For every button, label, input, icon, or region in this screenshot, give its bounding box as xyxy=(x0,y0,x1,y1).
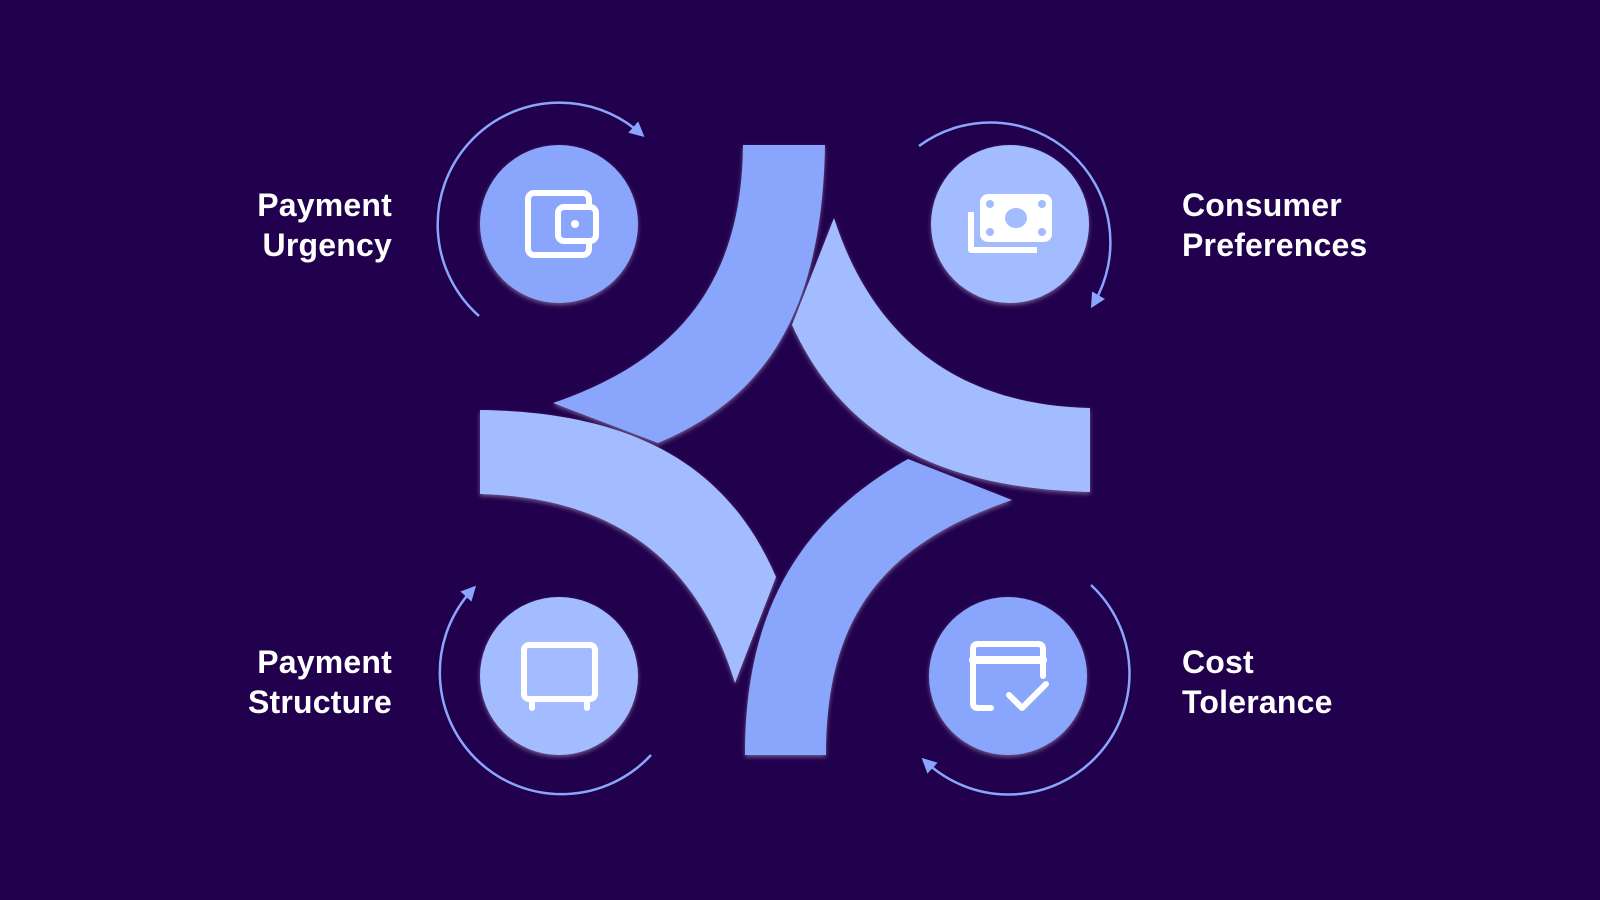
label-payment-urgency: Payment Urgency xyxy=(257,185,392,265)
label-consumer-preferences: Consumer Preferences xyxy=(1182,185,1367,265)
star-arc-top xyxy=(553,145,825,443)
circle-cost-tolerance xyxy=(929,597,1087,755)
label-payment-structure-line1: Payment xyxy=(257,644,392,680)
pos-terminal-icon xyxy=(521,642,598,711)
card-check-icon xyxy=(969,641,1049,711)
label-consumer-preferences-line1: Consumer xyxy=(1182,187,1342,223)
arrow-top-right xyxy=(918,121,1112,309)
circle-payment-structure xyxy=(480,597,638,755)
star-arc-left xyxy=(480,410,776,683)
label-payment-urgency-line2: Urgency xyxy=(262,227,392,263)
central-star-shape xyxy=(480,145,1090,755)
label-payment-urgency-line1: Payment xyxy=(257,187,392,223)
arrow-bottom-left xyxy=(438,585,652,796)
arrow-top-left xyxy=(436,101,645,317)
arrow-bottom-right xyxy=(921,584,1131,796)
label-cost-tolerance-line1: Cost xyxy=(1182,644,1254,680)
label-payment-structure: Payment Structure xyxy=(248,642,392,722)
label-payment-structure-line2: Structure xyxy=(247,684,392,720)
label-cost-tolerance: Cost Tolerance xyxy=(1182,642,1333,722)
label-consumer-preferences-line2: Preferences xyxy=(1182,227,1368,263)
star-arc-bottom xyxy=(745,459,1012,755)
cycle-arrows xyxy=(436,101,1131,796)
star-arc-right xyxy=(792,218,1090,492)
cash-stack-icon xyxy=(968,194,1052,253)
wallet-icon xyxy=(525,190,599,258)
label-cost-tolerance-line2: Tolerance xyxy=(1182,684,1333,720)
